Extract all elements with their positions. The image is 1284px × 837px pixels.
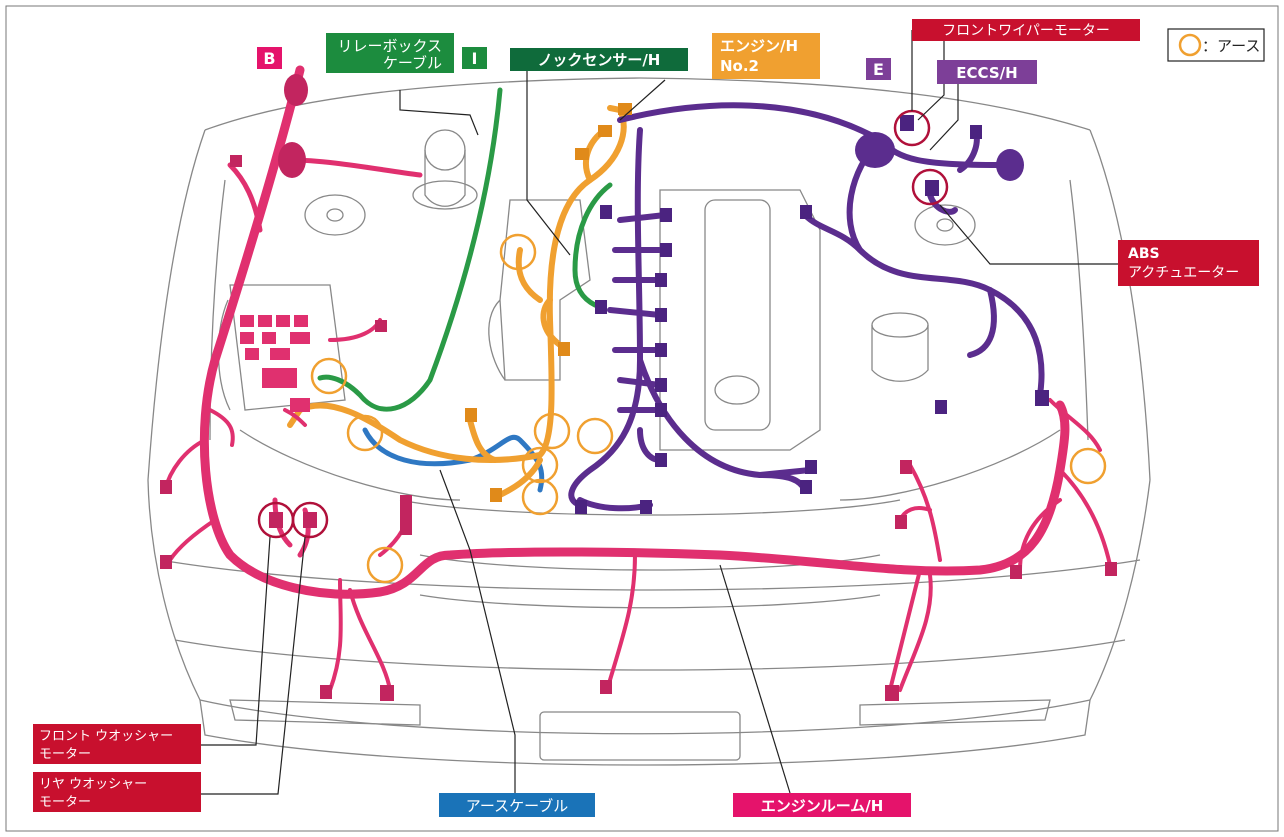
car-body-outline [147,77,1151,766]
e-marker-text: E [873,60,884,79]
e-marker: E [866,58,891,80]
abs-actuator-line1: ABS [1128,246,1160,262]
front-washer-motor-line1: フロント ウオッシャー [39,729,173,744]
diagram-border [5,5,1279,832]
relay-box-cable-label: リレーボックス ケーブル [326,33,454,73]
relay-box-cable-harness [317,87,503,412]
legend-ground-symbol [1178,33,1202,57]
ground-point [521,478,559,516]
abs-actuator-line2: アクチュエーター [1128,265,1239,281]
front-wiper-motor-label: フロントワイパーモーター [912,19,1140,41]
front-washer-motor-label: フロント ウオッシャー モーター [33,724,201,764]
earth-cable-label: アースケーブル [439,793,595,817]
earth-cable-text: アースケーブル [466,797,568,815]
ground-points [310,233,1107,584]
knock-sensor-harness [572,182,613,308]
eccs-label: ECCS/H [937,60,1037,84]
eccs-harness [568,102,1045,512]
abs-actuator-circle [911,168,949,206]
i-marker-text: I [472,49,478,68]
ground-point [310,357,348,395]
knock-sensor-text: ノックセンサー/H [538,51,661,69]
relay-box-modules [240,315,310,412]
connectors-engine-room [160,155,1117,701]
engine-room-label: エンジンルーム/H [733,793,911,817]
ground-point [576,417,614,455]
front-washer-motor-line2: モーター [39,747,91,762]
ground-point [346,414,384,452]
legend-box: ：アース [1167,28,1265,62]
component-circles [257,109,949,539]
ground-point [499,233,537,271]
b-marker: B [257,47,282,69]
knock-sensor-label: ノックセンサー/H [510,48,688,71]
rear-washer-motor-label: リヤ ウオッシャー モーター [33,772,201,812]
engine-room-text: エンジンルーム/H [761,797,884,815]
rear-washer-motor-line2: モーター [39,795,91,810]
leader-lines [200,30,1118,795]
ground-point [1069,447,1107,485]
connectors-engine-no2 [465,103,632,502]
engine-no2-label: エンジン/H No.2 [712,33,820,79]
relay-box-cable-line1: リレーボックス [337,37,442,55]
rear-washer-motor-circle [291,501,329,539]
i-marker: I [462,47,487,69]
connectors-eccs [575,115,1049,514]
engine-no2-line1: エンジン/H [720,37,798,55]
engine-no2-harness [287,105,627,498]
abs-actuator-label: ABS アクチュエーター [1118,240,1259,286]
ground-point [533,412,571,450]
eccs-text: ECCS/H [956,64,1017,82]
rear-washer-motor-line1: リヤ ウオッシャー [39,777,147,792]
ground-point [366,546,404,584]
ground-point [521,446,559,484]
relay-box-cable-line2: ケーブル [383,54,442,72]
front-wiper-motor-text: フロントワイパーモーター [942,23,1110,39]
engine-no2-line2: No.2 [720,57,759,75]
b-marker-text: B [263,49,275,68]
grommets [278,74,1024,181]
legend-text: ：アース [1202,37,1260,55]
